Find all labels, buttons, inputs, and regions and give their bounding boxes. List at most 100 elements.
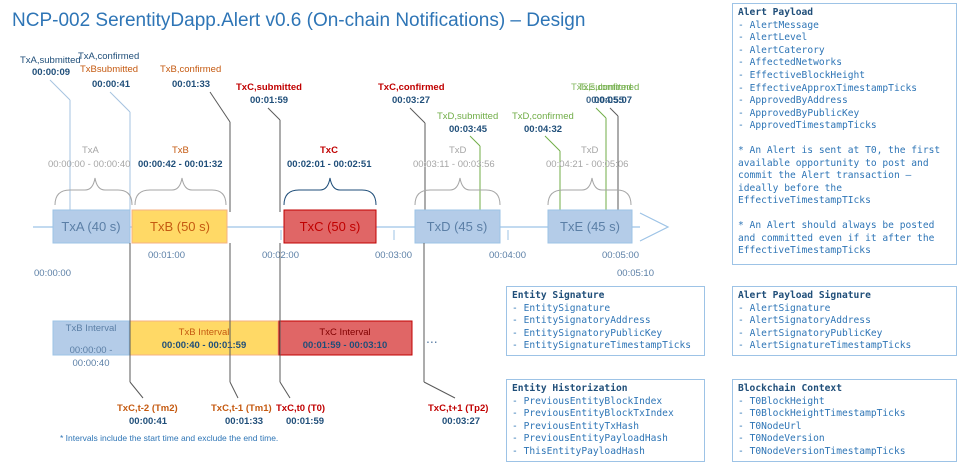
tx-range-name: TxD	[449, 145, 467, 156]
list-item: - T0NodeVersion	[738, 433, 825, 445]
tx-range: 00:04:21 - 00:05:06	[546, 159, 628, 170]
event-time: 00:04:32	[524, 124, 562, 135]
list-item: - EntitySignatoryPublicKey	[512, 327, 663, 339]
page-title: NCP-002 SerentityDapp.Alert v0.6 (On-cha…	[12, 10, 585, 31]
panel-title: Entity Signature	[512, 290, 605, 301]
panel-title: Alert Payload	[738, 7, 814, 18]
tick-label: 00:03:00	[375, 250, 412, 261]
list-item: - ApprovedTimestampTicks	[738, 120, 877, 132]
event-time: 00:01:33	[172, 79, 210, 90]
tx-box-label: TxC (50 s)	[300, 219, 361, 234]
panel-alert-payload: Alert Payload - AlertMessage - AlertLeve…	[732, 3, 957, 265]
tx-box-label: TxD (45 s)	[427, 219, 488, 234]
brace-txe	[547, 177, 632, 206]
list-item: - AlertCaterory	[738, 44, 825, 56]
tx-box-label: TxA (40 s)	[61, 219, 120, 234]
tx-range: 00:02:01 - 00:02:51	[287, 159, 372, 170]
list-item: - AlertSignatureTimestampTicks	[738, 340, 912, 352]
event-label: TxD,confirmed	[512, 111, 574, 122]
list-item: - AlertMessage	[738, 19, 819, 31]
panel-note: * An Alert is sent at T0, the first avai…	[738, 144, 941, 207]
interval-label: TxB Interval	[179, 327, 230, 338]
intervals: TxB Interval 00:00:00 - 00:00:40 TxB Int…	[52, 320, 438, 369]
tx-box-label: TxB (50 s)	[150, 219, 210, 234]
list-item: - AlertSignatoryPublicKey	[738, 327, 883, 339]
tx-box-label: TxE (45 s)	[560, 219, 620, 234]
list-item: - EntitySignature	[512, 302, 611, 314]
event-time: 00:03:45	[449, 124, 488, 135]
tx-box-a	[52, 209, 131, 244]
list-item: - PreviousEntityBlockIndex	[512, 395, 663, 407]
event-label: TxA,confirmed	[78, 51, 139, 62]
panel-title: Blockchain Context	[738, 383, 842, 394]
tx-range-name: TxC	[320, 145, 338, 156]
event-label: TxB,confirmed	[160, 64, 221, 75]
event-time: 00:00:41	[129, 416, 168, 427]
panel-title: Alert Payload Signature	[738, 290, 871, 301]
event-time: 00:01:33	[225, 416, 263, 427]
list-item: - EntitySignatureTimestampTicks	[512, 340, 692, 352]
interval-b	[129, 320, 279, 356]
event-time: 00:00:41	[92, 79, 131, 90]
interval-range: 00:01:59 - 00:03:10	[303, 340, 388, 351]
list-item: - T0NodeVersionTimestampTicks	[738, 445, 906, 457]
tick-label: 00:05:00	[602, 250, 639, 261]
event-label: TxC,t-2 (Tm2)	[117, 403, 178, 414]
event-label: TxC,submitted	[236, 82, 302, 93]
event-label: TxC,t-1 (Tm1)	[211, 403, 272, 414]
leader-txa-submitted	[49, 79, 71, 101]
bottom-leader-lines	[129, 243, 456, 399]
event-time: 00:03:27	[442, 416, 480, 427]
tx-range: 00:00:42 - 00:01:32	[138, 159, 223, 170]
brace-txa	[54, 177, 133, 206]
list-item: - AffectedNetworks	[738, 57, 842, 69]
interval-c	[278, 320, 413, 356]
event-label: TxA,submitted	[20, 55, 81, 66]
tx-range-name: TxD	[581, 145, 599, 156]
tx-box-b	[131, 209, 228, 244]
event-time: 00:05:07	[594, 95, 632, 106]
interval-range: 00:00:40 - 00:01:59	[162, 340, 247, 351]
tx-box-d	[414, 209, 501, 244]
brace-txb	[134, 177, 227, 206]
tx-range-name: TxA	[82, 145, 100, 156]
top-leader-lines-dark	[209, 91, 619, 212]
event-time: 00:04:55	[586, 95, 625, 106]
event-label: TxD,submitted	[437, 111, 498, 122]
panel-alert-payload-signature: Alert Payload Signature - AlertSignature…	[732, 286, 957, 356]
panel-title: Entity Historization	[512, 383, 628, 394]
tx-box-e	[547, 209, 633, 244]
tx-range: 00:03:11 - 00:03:56	[413, 159, 495, 170]
tick-label: 00:00:00	[34, 268, 71, 279]
event-label: TxC,t+1 (Tp2)	[428, 403, 488, 414]
interval-a	[52, 320, 130, 356]
interval-label: TxC Interval	[319, 327, 370, 338]
list-item: - PreviousEntityBlockTxIndex	[512, 408, 674, 420]
braces	[54, 177, 632, 206]
list-item: - ApprovedByPublicKey	[738, 107, 860, 119]
list-item: - AlertSignatoryAddress	[738, 315, 871, 327]
event-label: TxC,t0 (T0)	[276, 403, 325, 414]
event-label: TxC,confirmed	[378, 82, 445, 93]
brace-txc	[283, 177, 377, 206]
event-label: TxE,submitted	[571, 82, 632, 93]
brace-txd	[414, 177, 501, 206]
interval-range: 00:00:40	[73, 358, 110, 369]
bottom-events: TxC,t-2 (Tm2) 00:00:41 TxC,t-1 (Tm1) 00:…	[117, 403, 488, 427]
tick-label: 00:01:00	[148, 250, 185, 261]
event-time: 00:03:27	[392, 95, 430, 106]
axis-ticks: 00:00:00 00:01:00 00:02:00 00:03:00 00:0…	[34, 250, 654, 279]
list-item: - AlertSignature	[738, 302, 831, 314]
list-item: - PreviousEntityTxHash	[512, 420, 640, 432]
panel-blockchain-context: Blockchain Context - T0BlockHeight - T0B…	[732, 379, 957, 462]
tx-ranges: TxA 00:00:00 - 00:00:40 TxB 00:00:42 - 0…	[48, 145, 628, 170]
footnote: * Intervals include the start time and e…	[60, 433, 278, 443]
list-item: - T0NodeUrl	[738, 420, 802, 432]
tx-range-name: TxB	[172, 145, 189, 156]
tick-label: 00:05:10	[617, 268, 654, 279]
list-item: - AlertLevel	[738, 32, 808, 44]
interval-range: 00:00:00 -	[70, 345, 113, 356]
top-events: TxA,submitted 00:00:09 TxA,confirmed 00:…	[20, 51, 639, 135]
panel-note: * An Alert should always be posted and c…	[738, 219, 935, 257]
